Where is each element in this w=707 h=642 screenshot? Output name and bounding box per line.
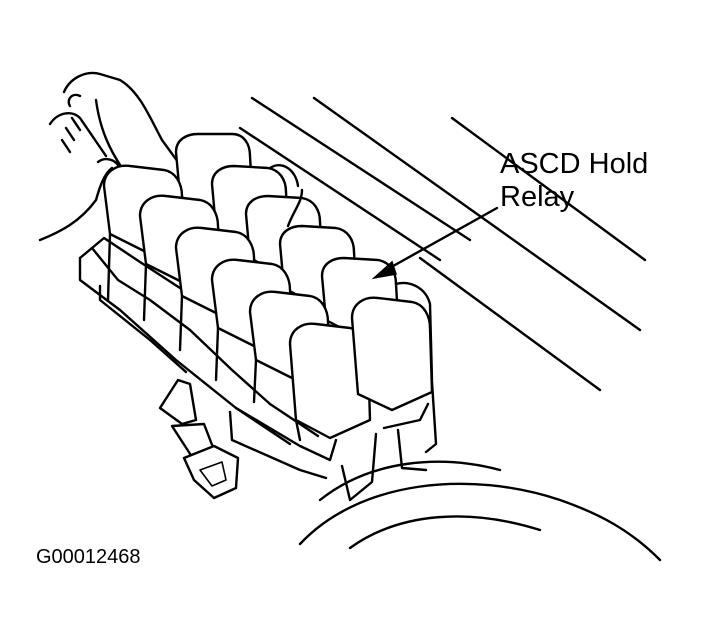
background-lines [238, 96, 647, 392]
arrowhead-icon [371, 260, 397, 280]
callout-arrow [371, 206, 499, 280]
harness-connector [158, 378, 240, 500]
figure-id: G00012468 [36, 546, 141, 568]
relays [102, 132, 434, 442]
wiring-harness [298, 460, 662, 562]
callout-label: ASCD Hold Relay [500, 148, 648, 214]
callout-line-1: ASCD Hold [500, 148, 649, 180]
callout-line-2: Relay [500, 181, 575, 213]
